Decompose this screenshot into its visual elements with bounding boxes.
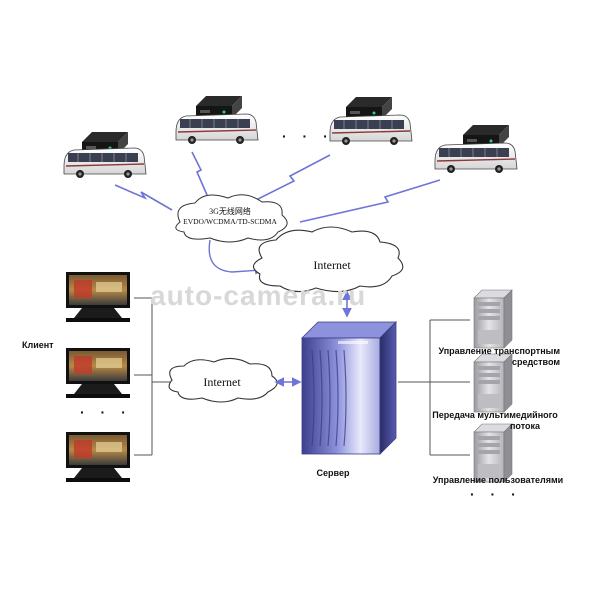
vehicle-management-label-line2: средством bbox=[512, 357, 560, 367]
vehicles-ellipsis: · · · bbox=[282, 128, 334, 144]
wireless-links bbox=[114, 151, 441, 223]
wireless-cloud-standards: EVDO/WCDMA/TD-SCDMA bbox=[183, 217, 277, 226]
internet-cloud-top-label: Internet bbox=[313, 258, 351, 272]
client-label: Клиент bbox=[22, 340, 54, 350]
vehicle-3 bbox=[329, 97, 413, 146]
client-monitor-3 bbox=[66, 432, 130, 482]
wireless-cloud-title: 3G无线网络 bbox=[209, 207, 251, 216]
vehicle-2 bbox=[175, 96, 259, 145]
service-connector bbox=[398, 319, 470, 456]
vehicle-management-label: Управление транспортным средством bbox=[430, 346, 560, 368]
internet-cloud-left-label: Internet bbox=[203, 375, 241, 389]
client-monitor-1 bbox=[66, 272, 130, 322]
bus-icon bbox=[434, 142, 518, 174]
internet-cloud-top bbox=[252, 226, 404, 293]
wireless-link-4 bbox=[299, 179, 441, 223]
bus-icon bbox=[63, 147, 147, 179]
multimedia-label-line2: потока bbox=[509, 421, 540, 431]
wireless-cloud bbox=[175, 194, 288, 243]
vehicle-1 bbox=[63, 132, 147, 179]
bus-icon bbox=[175, 113, 259, 145]
wireless-link-2 bbox=[191, 151, 208, 196]
vehicle-management-label-line1: Управление транспортным bbox=[438, 346, 560, 356]
multimedia-label-line1: Передача мультимедийного bbox=[432, 410, 558, 420]
wireless-link-1 bbox=[114, 184, 173, 211]
server-label: Сервер bbox=[316, 468, 350, 478]
clients-ellipsis: · · · bbox=[80, 404, 132, 420]
servers-ellipsis: · · · bbox=[470, 486, 522, 502]
client-connector bbox=[134, 297, 170, 456]
user-management-server-icon bbox=[473, 423, 513, 483]
wireless-link-3 bbox=[249, 154, 331, 204]
vehicle-4 bbox=[434, 125, 518, 174]
bus-icon bbox=[329, 114, 413, 146]
wireless-to-internet-link bbox=[208, 239, 264, 275]
user-management-label: Управление пользователями bbox=[432, 475, 564, 485]
client-monitor-2 bbox=[66, 348, 130, 398]
watermark-text: auto-camera.ru bbox=[150, 280, 367, 311]
vehicle-management-server-icon bbox=[473, 289, 513, 349]
multimedia-label: Передача мультимедийного потока bbox=[430, 410, 560, 432]
server-tower-icon bbox=[301, 321, 397, 455]
